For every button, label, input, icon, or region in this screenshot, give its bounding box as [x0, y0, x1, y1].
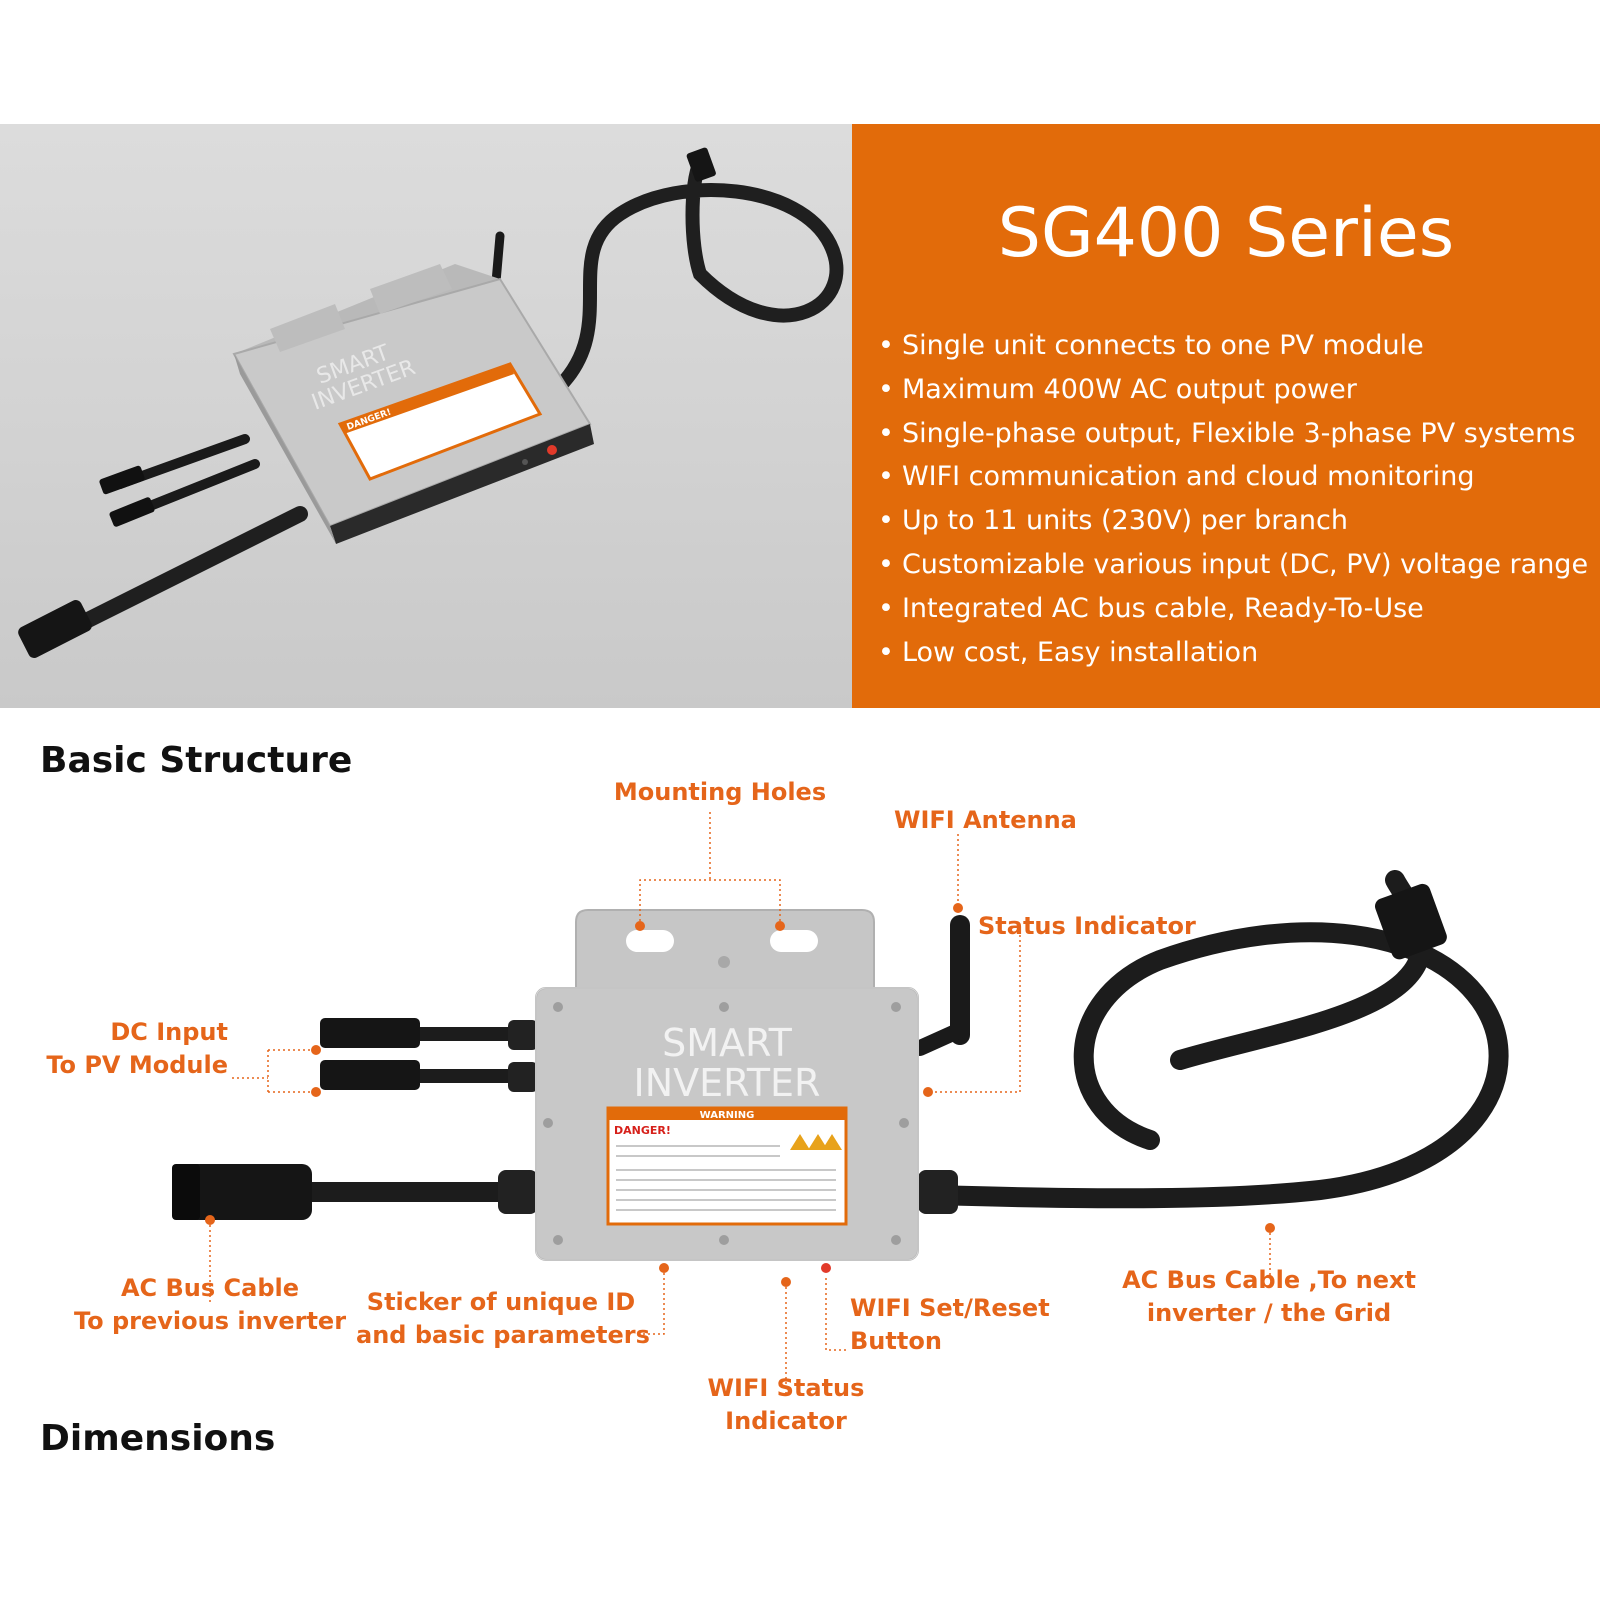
product-photo: SMART INVERTER DANGER!	[18, 147, 844, 658]
product-photo-panel: SMART INVERTER DANGER!	[0, 124, 852, 708]
callout-line: Mounting Holes	[613, 778, 827, 806]
feature-item: Customizable various input (DC, PV) volt…	[878, 543, 1588, 587]
diagram-ac-plug-left	[172, 1164, 312, 1220]
diagram-reset-button-dot	[821, 1263, 831, 1273]
feature-item: Integrated AC bus cable, Ready-To-Use	[878, 587, 1588, 631]
feature-item: Single-phase output, Flexible 3-phase PV…	[878, 412, 1588, 456]
callout-status-indicator: Status Indicator	[978, 910, 1196, 943]
diagram-warning-band: WARNING	[700, 1110, 755, 1121]
photo-dc-connector-2	[109, 497, 155, 527]
structure-diagram: SMART INVERTER WARNING DANGER!	[0, 730, 1600, 1470]
feature-panel: SG400 Series Single unit connects to one…	[852, 124, 1600, 708]
callout-line: To PV Module	[46, 1051, 228, 1079]
callout-line: AC Bus Cable ,To next	[1122, 1266, 1416, 1294]
callout-line: AC Bus Cable	[120, 1274, 300, 1302]
photo-inverter-housing	[232, 264, 594, 544]
feature-item: Low cost, Easy installation	[878, 631, 1588, 675]
callout-ac-bus-next: AC Bus Cable ,To next inverter / the Gri…	[1114, 1264, 1424, 1330]
photo-ac-cable-left	[52, 506, 308, 642]
feature-item: Up to 11 units (230V) per branch	[878, 499, 1588, 543]
diagram-dc-connector-1	[320, 1018, 420, 1048]
callout-dc-input: DC Input To PV Module	[20, 1016, 228, 1082]
diagram-antenna	[950, 915, 970, 1045]
feature-item: Maximum 400W AC output power	[878, 368, 1588, 412]
callout-line: DC Input	[110, 1018, 228, 1046]
basic-structure-heading: Basic Structure	[40, 740, 353, 781]
photo-ac-cable	[553, 155, 844, 393]
callout-mounting-holes: Mounting Holes	[600, 776, 840, 809]
callout-line: WIFI Antenna	[894, 806, 1077, 834]
callout-line: Status Indicator	[978, 912, 1196, 940]
diagram-device-text-1: SMART	[662, 1021, 793, 1065]
photo-dc-connector-1	[99, 465, 145, 495]
photo-ac-plug-left	[18, 600, 92, 658]
series-title: SG400 Series	[997, 194, 1455, 273]
callout-ac-bus-prev: AC Bus Cable To previous inverter	[60, 1272, 360, 1338]
diagram-ac-plug-top	[1374, 883, 1447, 960]
feature-list: Single unit connects to one PV module Ma…	[878, 324, 1588, 674]
callout-line: Sticker of unique ID	[366, 1288, 636, 1316]
feature-item: Single unit connects to one PV module	[878, 324, 1588, 368]
diagram-dc-connector-2	[320, 1060, 420, 1090]
callout-sticker-id: Sticker of unique ID and basic parameter…	[356, 1286, 650, 1352]
callout-wifi-antenna: WIFI Antenna	[894, 804, 1077, 837]
diagram-mounting-plate	[575, 909, 875, 1001]
diagram-device-text-2: INVERTER	[634, 1061, 821, 1105]
callout-line: WIFI Status	[707, 1374, 865, 1402]
feature-item: WIFI communication and cloud monitoring	[878, 455, 1588, 499]
callout-line: WIFI Set/Reset	[850, 1294, 1050, 1322]
structure-diagram-art: SMART INVERTER WARNING DANGER!	[172, 812, 1509, 1394]
callout-line: and basic parameters	[356, 1321, 650, 1349]
dimensions-heading: Dimensions	[40, 1418, 276, 1459]
diagram-ac-cable-right	[925, 922, 1509, 1209]
callout-wifi-reset: WIFI Set/Reset Button	[850, 1292, 1050, 1358]
callout-line: Indicator	[725, 1407, 847, 1435]
diagram-sticker-heading: DANGER!	[614, 1124, 671, 1137]
photo-ac-plug-top	[686, 147, 716, 182]
callout-line: To previous inverter	[73, 1307, 347, 1335]
callout-wifi-status: WIFI Status Indicator	[686, 1372, 886, 1438]
callout-line: inverter / the Grid	[1146, 1299, 1392, 1327]
callout-line: Button	[850, 1327, 942, 1355]
top-banner: SMART INVERTER DANGER! SG400 Series Sing…	[0, 124, 1600, 708]
diagram-ac-cable-left	[300, 1182, 540, 1202]
diagram-warning-sticker	[606, 1106, 848, 1226]
